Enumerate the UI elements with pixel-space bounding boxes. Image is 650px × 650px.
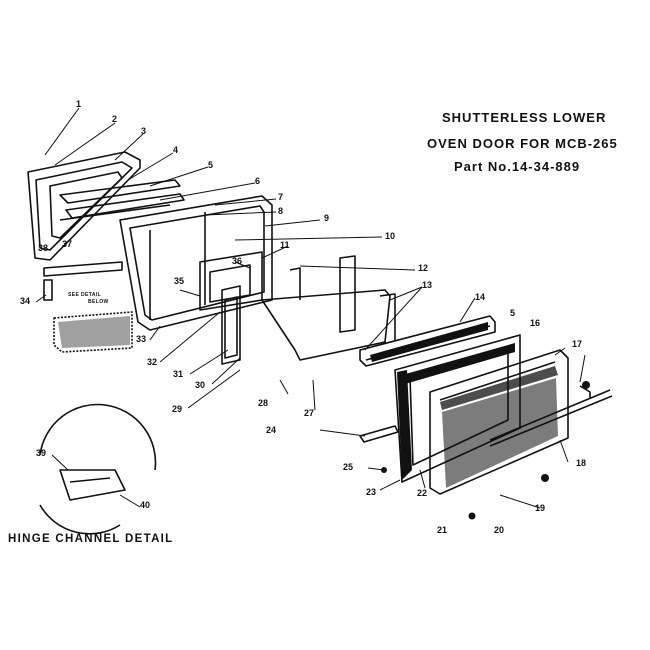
callout-40: 40: [140, 500, 151, 510]
callout-31: 31: [173, 369, 184, 379]
hinge-detail-circle: [39, 403, 157, 535]
insulation-fill: [58, 316, 130, 348]
panel-body-shading: [442, 378, 558, 488]
see-detail-note-line-2: BELOW: [88, 299, 109, 305]
outer-panel: [429, 349, 569, 495]
callout-19: 19: [535, 503, 546, 513]
hinge-channel-detail-caption: HINGE CHANNEL DETAIL: [8, 533, 174, 545]
callout-10: 10: [385, 231, 396, 241]
leader-lines: [35, 107, 586, 509]
callout-3: 3: [141, 126, 147, 136]
callout-23: 23: [366, 487, 377, 497]
callout-36: 36: [232, 256, 243, 266]
inner-door-panel: [119, 195, 273, 331]
see-detail-note-line-1: SEE DETAIL: [68, 292, 102, 298]
callout-33: 33: [136, 334, 147, 344]
callout-18: 18: [576, 458, 587, 468]
callout-12: 12: [418, 263, 429, 273]
callout-15: 5: [510, 308, 516, 318]
callout-30: 30: [195, 380, 206, 390]
callout-29: 29: [172, 404, 183, 414]
diagram-title-line-2: OVEN DOOR FOR MCB-265: [427, 136, 618, 151]
callout-24: 24: [266, 425, 277, 435]
knob: [582, 381, 590, 389]
callout-21: 21: [437, 525, 448, 535]
callout-13: 13: [422, 280, 433, 290]
callout-27: 27: [304, 408, 315, 418]
diagram-title-line-1: SHUTTERLESS LOWER: [442, 110, 607, 125]
diagram-title-line-3: Part No.14-34-889: [454, 159, 581, 174]
callout-17: 17: [572, 339, 583, 349]
center-bracket: [199, 251, 263, 311]
callout-16: 16: [530, 318, 541, 328]
hinge-channel: [221, 285, 241, 365]
callout-11: 11: [280, 240, 290, 250]
callout-34: 34: [20, 296, 31, 306]
gasket-hatch: [402, 343, 515, 384]
callout-38: 38: [38, 243, 49, 253]
callout-2: 2: [112, 114, 118, 124]
callout-22: 22: [417, 488, 428, 498]
callout-14: 14: [475, 292, 486, 302]
foot: [541, 474, 549, 482]
left-strip-and-insulation: [43, 261, 133, 353]
callout-20: 20: [494, 525, 505, 535]
callout-28: 28: [258, 398, 269, 408]
bottom-strip: [359, 425, 399, 443]
channel-bar-fill: [370, 322, 488, 362]
callout-1: 1: [76, 99, 82, 109]
callout-6: 6: [255, 176, 261, 186]
callout-37: 37: [62, 239, 73, 249]
gasket-side-fill: [397, 370, 412, 480]
outer-door-frame: [27, 151, 141, 261]
callout-9: 9: [324, 213, 330, 223]
callout-5: 5: [208, 160, 214, 170]
brackets: [261, 255, 396, 361]
screw-20-21: [468, 512, 476, 520]
callout-7: 7: [278, 192, 284, 202]
callout-4: 4: [173, 145, 179, 155]
handle-assembly: [59, 179, 185, 221]
callout-25: 25: [343, 462, 354, 472]
callout-32: 32: [147, 357, 158, 367]
callout-39: 39: [36, 448, 47, 458]
callout-35: 35: [174, 276, 185, 286]
callout-8: 8: [278, 206, 284, 216]
panel-shading: [440, 366, 558, 410]
